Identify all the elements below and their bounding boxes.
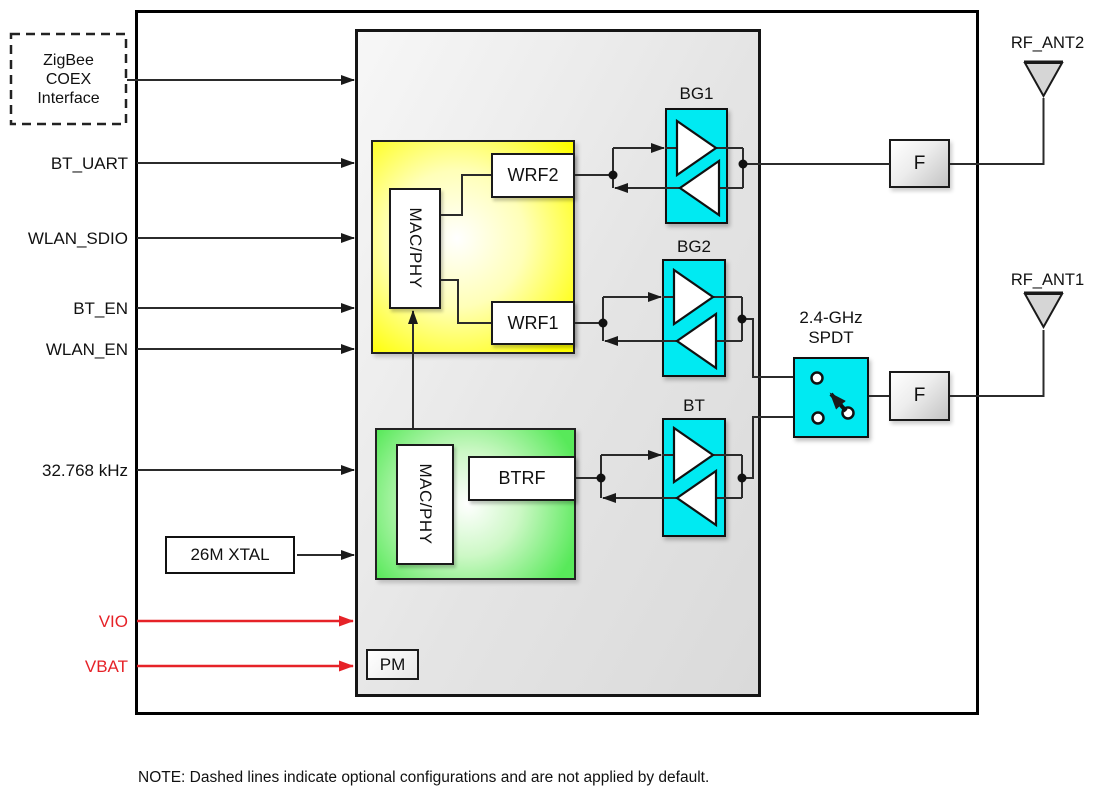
filter2-box: F xyxy=(889,371,950,421)
bt-amp-label: BT xyxy=(683,396,705,415)
pm-label: PM xyxy=(379,654,406,674)
wrf1-box: WRF1 xyxy=(491,301,575,345)
spdt-label: 2.4-GHz SPDT xyxy=(785,308,877,348)
zigbee-line1: ZigBee xyxy=(43,51,94,69)
pm-box: PM xyxy=(366,649,419,680)
bg1-amp-box xyxy=(665,108,728,224)
filter2-label: F xyxy=(913,385,926,406)
wrf2-box: WRF2 xyxy=(491,153,575,198)
signal-label-bt-en: BT_EN xyxy=(73,299,128,318)
bg2-amp-box xyxy=(662,259,726,377)
zigbee-line2: COEX xyxy=(45,70,92,88)
bg2-label: BG2 xyxy=(676,237,712,256)
wrf1-label: WRF1 xyxy=(507,312,559,333)
bt-mac-phy-box xyxy=(396,444,454,565)
btrf-box: BTRF xyxy=(468,456,576,501)
spdt-switch-box xyxy=(793,357,869,438)
rf-ant2-label: RF_ANT2 xyxy=(1010,34,1085,52)
xtal-label: 26M XTAL xyxy=(190,545,270,564)
wlan-mac-phy-label: MAC/PHY xyxy=(406,207,425,289)
filter1-label: F xyxy=(913,152,926,174)
rf-ant2-symbol xyxy=(1023,60,1064,99)
spdt-label-line1: 2.4-GHz xyxy=(799,308,863,327)
bt-mac-phy-label: MAC/PHY xyxy=(416,463,435,545)
signal-label-bt-uart: BT_UART xyxy=(50,154,128,173)
btrf-label: BTRF xyxy=(498,468,546,488)
bt-amp-box xyxy=(662,418,726,537)
wrf2-label: WRF2 xyxy=(507,165,559,185)
rf-ant1-label: RF_ANT1 xyxy=(1010,271,1085,289)
signal-label-32khz: 32.768 kHz xyxy=(42,461,128,480)
filter1-box: F xyxy=(889,139,950,188)
signal-label-vbat: VBAT xyxy=(84,657,128,676)
zigbee-line3: Interface xyxy=(37,89,100,107)
signal-label-wlan-en: WLAN_EN xyxy=(45,340,128,359)
xtal-box: 26M XTAL xyxy=(165,536,295,574)
zigbee-coex-box: ZigBee COEX Interface xyxy=(10,33,127,125)
signal-label-vio: VIO xyxy=(98,612,128,631)
signal-label-wlan-sdio: WLAN_SDIO xyxy=(27,229,128,248)
spdt-label-line2: SPDT xyxy=(808,328,854,347)
bg1-label: BG1 xyxy=(679,84,714,103)
wlan-mac-phy-box xyxy=(389,188,441,309)
rf-ant1-symbol xyxy=(1023,291,1064,330)
note-text: NOTE: Dashed lines indicate optional con… xyxy=(138,769,710,786)
